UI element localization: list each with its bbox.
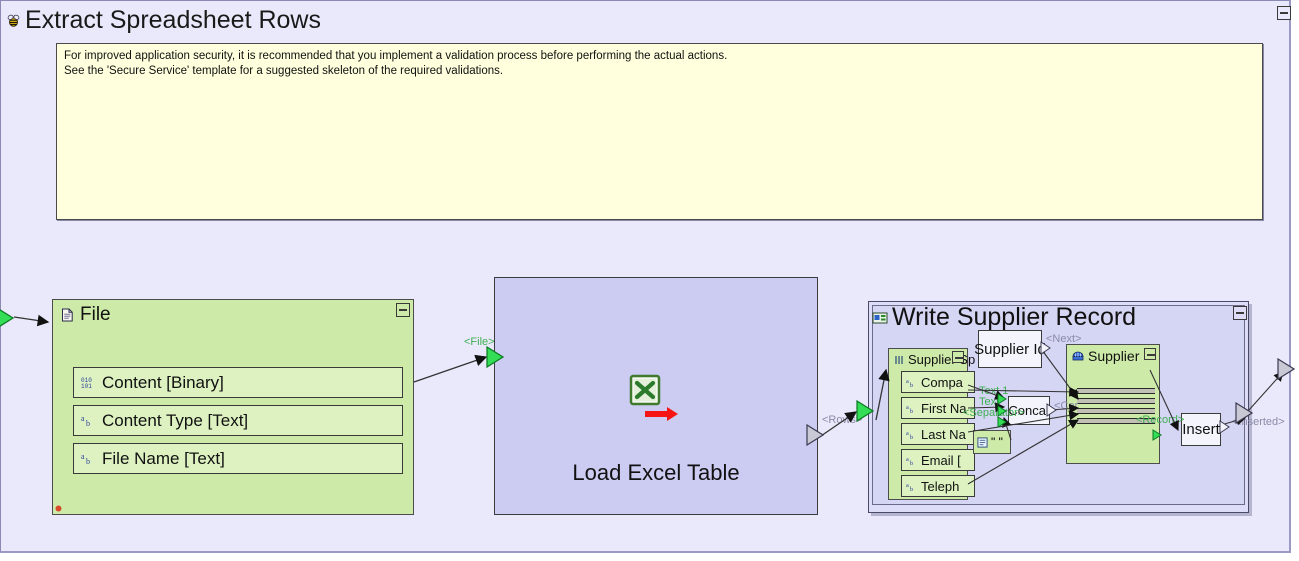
connector-label-record: <Record> bbox=[1136, 414, 1185, 426]
supplier-id-label: Supplier Id bbox=[974, 340, 1046, 358]
port-rows-output[interactable] bbox=[806, 423, 825, 451]
file-entity-title-text: File bbox=[80, 304, 111, 325]
file-entity[interactable]: File 010 101 Content [Binary] a b Conten… bbox=[52, 299, 414, 515]
file-field-label: File Name [Text] bbox=[102, 448, 225, 468]
supplier-id-box[interactable]: Supplier Id bbox=[974, 330, 1046, 368]
svg-text:b: b bbox=[86, 457, 90, 465]
note-box[interactable]: For improved application security, it is… bbox=[56, 43, 1263, 220]
write-supplier-record-title-text: Write Supplier Record bbox=[892, 303, 1137, 331]
write-supplier-record-title: Write Supplier Record bbox=[872, 303, 1136, 332]
connector-label-separator: <Separator> bbox=[963, 407, 1025, 419]
text-icon: a b bbox=[81, 452, 95, 466]
svg-text:b: b bbox=[910, 407, 913, 413]
port-service-output[interactable] bbox=[1277, 357, 1296, 385]
insert-box[interactable]: Insert bbox=[1181, 413, 1221, 446]
separator-constant-box[interactable]: " " bbox=[973, 430, 1011, 454]
page-title: Extract Spreadsheet Rows bbox=[6, 6, 321, 35]
text-icon: a b bbox=[81, 414, 95, 428]
svg-text:b: b bbox=[910, 485, 913, 491]
page-title-text: Extract Spreadsheet Rows bbox=[25, 6, 321, 34]
error-marker-icon bbox=[55, 505, 62, 512]
port-supplier-id-out[interactable] bbox=[1040, 341, 1051, 360]
document-icon bbox=[61, 308, 74, 322]
file-field-content[interactable]: 010 101 Content [Binary] bbox=[73, 367, 403, 398]
supplier-field-label: Teleph bbox=[921, 478, 960, 494]
file-field-label: Content [Binary] bbox=[102, 372, 224, 392]
supplier-spreadsheet-collapse-button[interactable] bbox=[952, 351, 964, 363]
supplier-db-entity[interactable]: Supplier bbox=[1066, 344, 1160, 464]
list-icon bbox=[894, 355, 904, 365]
svg-text:101: 101 bbox=[81, 383, 92, 389]
separator-label: " " bbox=[991, 435, 1003, 449]
supplier-db-row[interactable] bbox=[1077, 418, 1155, 424]
svg-text:a: a bbox=[906, 403, 909, 410]
panel-collapse-button[interactable] bbox=[1277, 6, 1291, 20]
supplier-field-label: Compa bbox=[921, 374, 963, 390]
svg-text:b: b bbox=[86, 419, 90, 427]
binary-icon: 010 101 bbox=[81, 376, 95, 390]
port-concat-in-3[interactable] bbox=[997, 415, 1007, 433]
port-insert-out[interactable] bbox=[1219, 420, 1230, 439]
excel-icon bbox=[629, 374, 661, 406]
port-group-input[interactable] bbox=[856, 399, 875, 427]
svg-text:010: 010 bbox=[81, 377, 92, 384]
note-line-2: See the 'Secure Service' template for a … bbox=[64, 65, 504, 77]
database-icon bbox=[1072, 351, 1084, 362]
svg-text:a: a bbox=[81, 414, 85, 423]
sub-service-icon bbox=[872, 311, 888, 325]
svg-text:b: b bbox=[910, 459, 913, 465]
supplier-db-title: Supplier bbox=[1072, 348, 1139, 364]
file-entity-title: File bbox=[61, 304, 111, 326]
load-excel-table-label: Load Excel Table bbox=[572, 460, 740, 485]
bee-icon bbox=[6, 13, 21, 28]
connector-label-cor: <Cor bbox=[1054, 400, 1079, 412]
svg-text:b: b bbox=[910, 381, 913, 387]
note-line-1: For improved application security, it is… bbox=[64, 50, 728, 62]
supplier-field-label: Email [ bbox=[921, 452, 961, 468]
supplier-field-label: Last Na bbox=[921, 426, 966, 442]
svg-text:a: a bbox=[81, 452, 85, 461]
supplier-db-row[interactable] bbox=[1077, 408, 1155, 414]
supplier-db-collapse-button[interactable] bbox=[1144, 348, 1156, 360]
supplier-db-title-text: Supplier bbox=[1088, 348, 1140, 364]
supplier-field-label: First Na bbox=[921, 400, 967, 416]
connector-label-file: <File> bbox=[464, 336, 495, 348]
supplier-spreadsheet-title-text: Supplier Sp bbox=[908, 352, 976, 367]
port-concat-in-2[interactable] bbox=[997, 404, 1007, 422]
port-file-input[interactable] bbox=[486, 345, 505, 373]
port-insert-in[interactable] bbox=[1152, 428, 1162, 446]
supplier-db-row[interactable] bbox=[1077, 388, 1155, 394]
svg-text:a: a bbox=[906, 455, 909, 462]
load-excel-table-action[interactable]: Load Excel Table bbox=[494, 277, 818, 515]
connector-label-next: <Next> bbox=[1046, 333, 1082, 345]
port-concat-in-1[interactable] bbox=[997, 392, 1007, 410]
file-field-label: Content Type [Text] bbox=[102, 410, 249, 430]
red-arrow-icon bbox=[645, 406, 679, 422]
svg-text:a: a bbox=[906, 481, 909, 488]
svg-text:a: a bbox=[906, 429, 909, 436]
port-group-output[interactable] bbox=[1235, 401, 1254, 429]
file-field-file-name[interactable]: a b File Name [Text] bbox=[73, 443, 403, 474]
file-entity-collapse-button[interactable] bbox=[396, 303, 410, 317]
svg-text:a: a bbox=[906, 377, 909, 384]
port-concat-out[interactable] bbox=[1046, 403, 1057, 422]
insert-label: Insert bbox=[1182, 421, 1220, 438]
port-service-input[interactable] bbox=[0, 307, 15, 334]
write-supplier-record-collapse-button[interactable] bbox=[1233, 306, 1247, 320]
svg-text:b: b bbox=[910, 433, 913, 439]
constant-icon bbox=[977, 436, 988, 448]
file-field-content-type[interactable]: a b Content Type [Text] bbox=[73, 405, 403, 436]
supplier-db-row[interactable] bbox=[1077, 398, 1155, 404]
